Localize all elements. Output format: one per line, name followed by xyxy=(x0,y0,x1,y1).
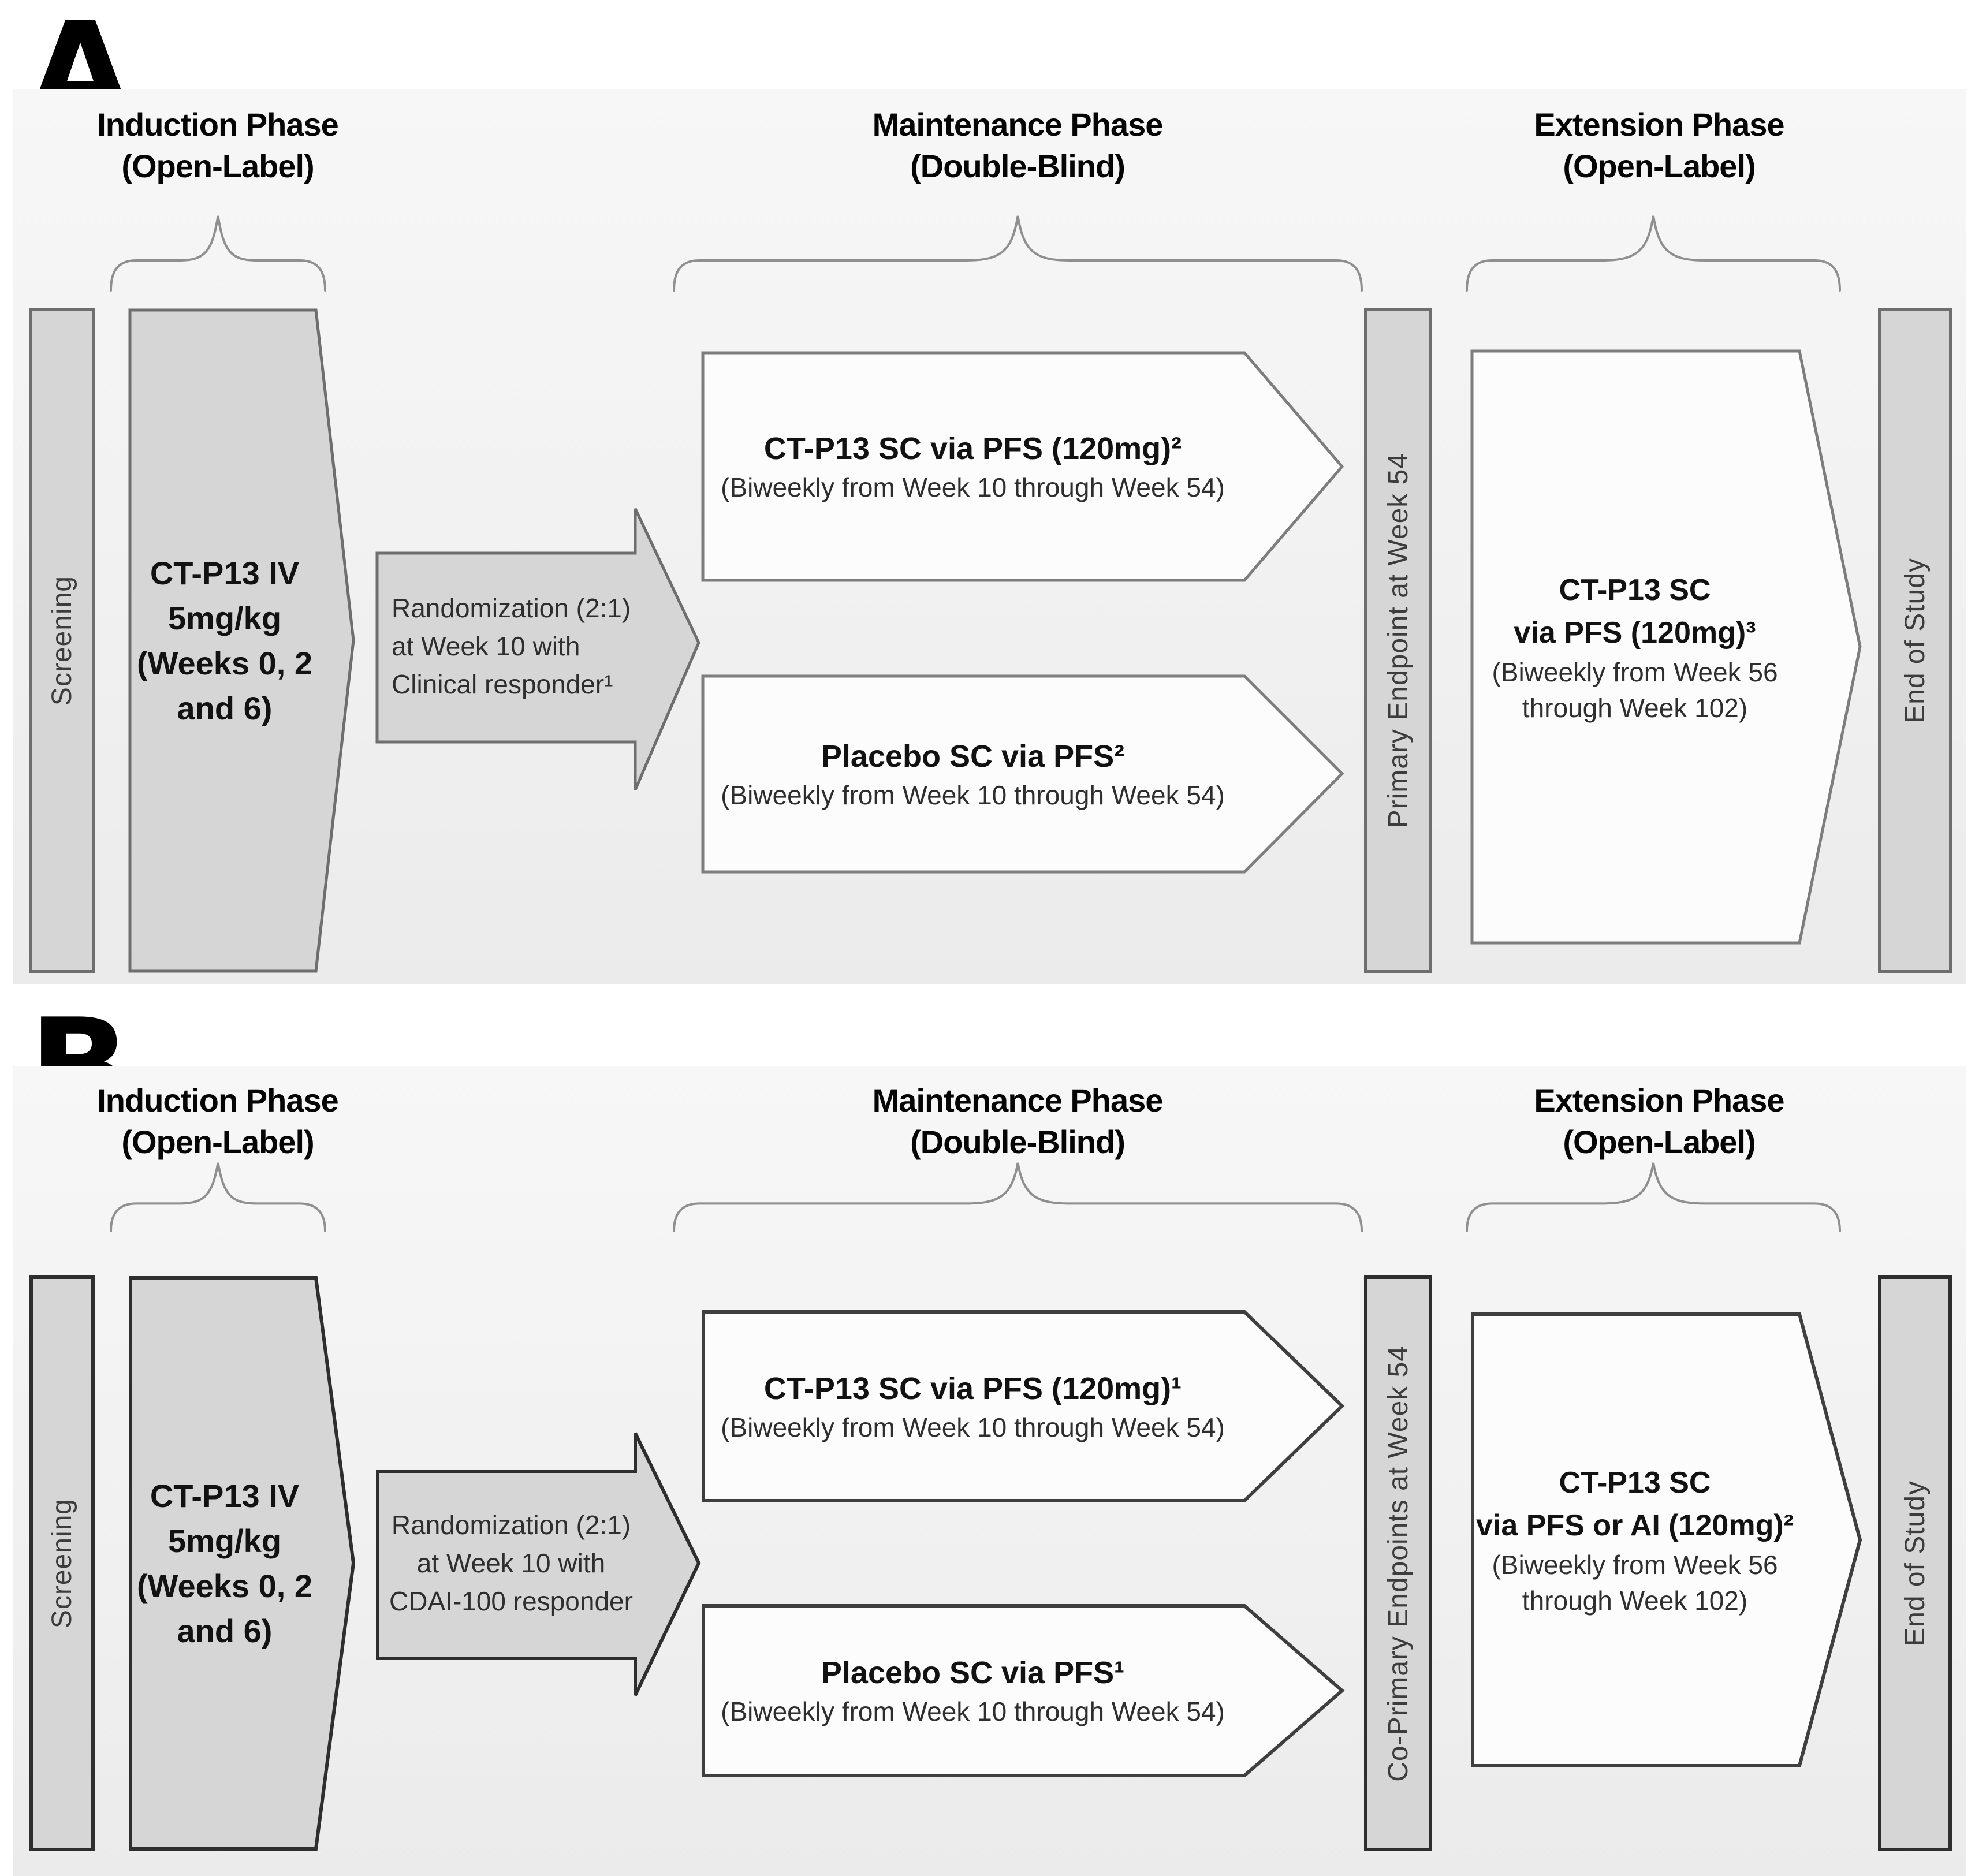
randomization-arrow-shape xyxy=(376,1432,701,1696)
phase-header-title: Induction Phase xyxy=(97,1082,338,1118)
phase-header-title: Extension Phase xyxy=(1534,1082,1784,1118)
phase-header-subtitle: (Double-Blind) xyxy=(910,1124,1126,1160)
randomization-line: at Week 10 with xyxy=(416,1548,606,1578)
extension-arrow-shape xyxy=(1470,349,1862,945)
arm2-subtitle: (Biweekly from Week 10 through Week 54) xyxy=(721,780,1225,810)
arm2-arrow-shape xyxy=(701,674,1344,874)
brace-maintenance-icon xyxy=(673,1162,1363,1232)
randomization-text: Randomization (2:1) at Week 10 with CDAI… xyxy=(381,1469,641,1657)
phase-header-subtitle: (Open-Label) xyxy=(121,1124,314,1160)
phase-header-subtitle: (Open-Label) xyxy=(1563,148,1756,184)
induction-treatment-text: CT-P13 IV 5mg/kg (Weeks 0, 2 and 6) xyxy=(128,1275,321,1851)
extension-line: via PFS or AI (120mg)² xyxy=(1476,1509,1794,1542)
arm2-arrow-shape xyxy=(702,1604,1345,1777)
extension-arrow-polygon xyxy=(1471,1312,1862,1767)
screening-bar: Screening xyxy=(29,308,95,973)
randomization-line: Randomization (2:1) xyxy=(391,1510,631,1540)
induction-treatment-polygon xyxy=(128,308,355,973)
extension-line: (Biweekly from Week 56 xyxy=(1492,657,1778,687)
arm1-title: CT-P13 SC via PFS (120mg)² xyxy=(763,431,1182,466)
induction-line: and 6) xyxy=(177,1612,273,1649)
induction-treatment-text: CT-P13 IV 5mg/kg (Weeks 0, 2 and 6) xyxy=(128,308,321,973)
phase-header-extension: Extension Phase (Open-Label) xyxy=(1457,104,1861,187)
randomization-line: at Week 10 with xyxy=(392,631,580,661)
co-primary-endpoint-label: Co-Primary Endpoints at Week 54 xyxy=(1382,1345,1414,1782)
arm1-arrow-polygon xyxy=(702,1310,1345,1502)
phase-header-extension: Extension Phase (Open-Label) xyxy=(1457,1080,1861,1163)
phase-header-maintenance: Maintenance Phase (Double-Blind) xyxy=(815,104,1220,187)
phase-header-title: Maintenance Phase xyxy=(872,1082,1164,1118)
primary-endpoint-label: Primary Endpoint at Week 54 xyxy=(1382,453,1414,829)
randomization-arrow-polygon xyxy=(375,508,700,790)
arm2-arrow-polygon xyxy=(702,1604,1345,1777)
extension-line: via PFS (120mg)³ xyxy=(1514,616,1756,650)
extension-line: (Biweekly from Week 56 xyxy=(1492,1550,1778,1580)
arm1-arrow-shape xyxy=(701,351,1344,582)
randomization-line: Randomization (2:1) xyxy=(392,592,631,623)
induction-line: 5mg/kg xyxy=(167,599,282,636)
brace-extension-icon xyxy=(1466,215,1841,292)
induction-treatment-polygon xyxy=(129,1276,356,1851)
brace-induction-icon xyxy=(110,1162,326,1232)
screening-bar-label: Screening xyxy=(47,575,77,706)
arm1-subtitle: (Biweekly from Week 10 through Week 54) xyxy=(721,472,1225,502)
panel-a: A Induction Phase (Open-Label) Maintenan… xyxy=(13,3,1966,984)
phase-header-subtitle: (Open-Label) xyxy=(121,148,314,184)
brace-extension-icon xyxy=(1466,1162,1841,1232)
arm2-title: Placebo SC via PFS² xyxy=(821,739,1125,774)
co-primary-endpoint-bar: Co-Primary Endpoints at Week 54 xyxy=(1364,1275,1432,1851)
extension-text: CT-P13 SC via PFS or AI (120mg)² (Biweek… xyxy=(1470,1312,1799,1768)
arm2-arrow-polygon xyxy=(701,674,1344,874)
arm1-arrow-shape xyxy=(702,1310,1345,1502)
arm1-text: CT-P13 SC via PFS (120mg)¹ (Biweekly fro… xyxy=(701,1310,1244,1503)
phase-header-maintenance: Maintenance Phase (Double-Blind) xyxy=(815,1080,1220,1163)
end-of-study-bar: End of Study xyxy=(1878,308,1952,973)
randomization-arrow-polygon xyxy=(376,1432,701,1696)
primary-endpoint-bar: Primary Endpoint at Week 54 xyxy=(1364,308,1432,973)
induction-treatment-shape xyxy=(128,308,355,973)
induction-line: and 6) xyxy=(177,689,273,726)
induction-line: 5mg/kg xyxy=(167,1522,282,1559)
arm2-title: Placebo SC via PFS¹ xyxy=(821,1655,1125,1690)
extension-arrow-polygon xyxy=(1470,349,1862,945)
phase-header-induction: Induction Phase (Open-Label) xyxy=(16,1080,420,1163)
randomization-text: Randomization (2:1) at Week 10 with Clin… xyxy=(392,551,640,740)
phase-header-induction: Induction Phase (Open-Label) xyxy=(16,104,420,187)
induction-line: CT-P13 IV xyxy=(150,1477,300,1514)
extension-line: through Week 102) xyxy=(1522,692,1748,723)
arm2-text: Placebo SC via PFS¹ (Biweekly from Week … xyxy=(701,1603,1244,1778)
arm2-subtitle: (Biweekly from Week 10 through Week 54) xyxy=(721,1696,1225,1726)
brace-induction-icon xyxy=(110,215,326,292)
extension-line: through Week 102) xyxy=(1522,1586,1748,1616)
phase-header-title: Maintenance Phase xyxy=(872,106,1164,143)
arm1-subtitle: (Biweekly from Week 10 through Week 54) xyxy=(721,1412,1225,1442)
induction-line: CT-P13 IV xyxy=(150,554,300,591)
phase-header-title: Extension Phase xyxy=(1534,106,1784,143)
randomization-line: Clinical responder¹ xyxy=(392,669,613,699)
phase-header-subtitle: (Open-Label) xyxy=(1563,1124,1756,1160)
end-of-study-label: End of Study xyxy=(1899,558,1931,723)
end-of-study-label: End of Study xyxy=(1899,1480,1931,1646)
screening-bar: Screening xyxy=(29,1275,95,1851)
end-of-study-bar: End of Study xyxy=(1878,1275,1952,1851)
extension-line: CT-P13 SC xyxy=(1559,573,1711,607)
induction-line: (Weeks 0, 2 xyxy=(136,1567,313,1604)
brace-maintenance-icon xyxy=(673,215,1363,292)
screening-bar-label: Screening xyxy=(47,1498,77,1629)
induction-line: (Weeks 0, 2 xyxy=(136,644,313,681)
arm2-text: Placebo SC via PFS² (Biweekly from Week … xyxy=(701,674,1244,874)
panel-b: B Induction Phase (Open-Label) Maintenan… xyxy=(0,995,1975,1876)
arm1-title: CT-P13 SC via PFS (120mg)¹ xyxy=(763,1371,1182,1406)
extension-line: CT-P13 SC xyxy=(1559,1466,1711,1500)
randomization-arrow-shape xyxy=(375,508,700,790)
induction-treatment-shape xyxy=(129,1276,356,1851)
extension-arrow-shape xyxy=(1471,1312,1862,1767)
extension-text: CT-P13 SC via PFS (120mg)³ (Biweekly fro… xyxy=(1470,349,1799,945)
arm1-text: CT-P13 SC via PFS (120mg)² (Biweekly fro… xyxy=(701,351,1244,582)
arm1-arrow-polygon xyxy=(701,351,1344,582)
randomization-line: CDAI-100 responder xyxy=(389,1586,633,1616)
phase-header-subtitle: (Double-Blind) xyxy=(910,148,1126,184)
phase-header-title: Induction Phase xyxy=(97,106,338,143)
